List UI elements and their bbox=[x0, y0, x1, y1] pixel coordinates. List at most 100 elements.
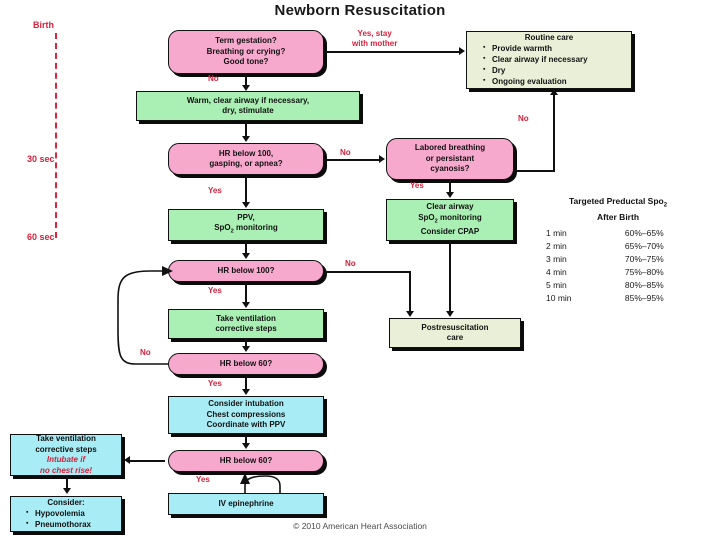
arrowhead-down bbox=[446, 311, 454, 317]
node-routine-care[interactable]: Routine care Provide warmth Clear airway… bbox=[466, 31, 632, 89]
node-consider-causes[interactable]: Consider: Hypovolemia Pneumothorax bbox=[10, 496, 122, 532]
assessment-line-3: Good tone? bbox=[223, 57, 269, 67]
node-labored-breathing[interactable]: Labored breathing or persistant cyanosis… bbox=[386, 138, 514, 180]
page-title: Newborn Resuscitation bbox=[274, 2, 446, 19]
table-row: 3 min 70%–75% bbox=[528, 253, 708, 266]
routine-care-bullets: Provide warmth Clear airway if necessary… bbox=[471, 42, 627, 87]
spo2-caption: Targeted Preductal Spo2 After Birth bbox=[528, 196, 708, 223]
edge-ventsteps-to-hr60a bbox=[245, 339, 247, 347]
spo2-table: 1 min 60%–65% 2 min 65%–70% 3 min 70%–75… bbox=[528, 227, 708, 305]
labored-line-3: cyanosis? bbox=[430, 164, 470, 174]
node-hr-below-100[interactable]: HR below 100? bbox=[168, 260, 324, 282]
node-ventilation-corrective-steps[interactable]: Take ventilation corrective steps bbox=[168, 309, 324, 339]
table-row: 5 min 80%–85% bbox=[528, 279, 708, 292]
warm-line-1: Warm, clear airway if necessary, bbox=[186, 95, 310, 105]
intubation-line-1: Consider intubation bbox=[208, 399, 284, 409]
intubation-line-3: Coordinate with PPV bbox=[206, 420, 286, 430]
leftvent-line-3: Intubate if bbox=[46, 455, 86, 464]
edge-label-yes-4: Yes bbox=[208, 379, 222, 388]
arrowhead-down bbox=[446, 192, 454, 198]
loop-epi-to-hr60b bbox=[244, 475, 281, 493]
ppv-line-2: SpO2 monitoring bbox=[214, 223, 278, 237]
clearairway-line-2: SpO2 monitoring bbox=[418, 212, 482, 225]
intubation-line-2: Chest compressions bbox=[206, 409, 286, 419]
edge-label-no-1: No bbox=[208, 74, 219, 83]
edge-hr100apnea-to-labored bbox=[324, 159, 380, 161]
node-hr-below-100-gasping-apnea[interactable]: HR below 100, gasping, or apnea? bbox=[168, 143, 324, 175]
postresus-line-2: care bbox=[446, 333, 464, 342]
edge-label-no-3: No bbox=[518, 114, 529, 123]
edge-label-no-4: No bbox=[345, 259, 356, 268]
node-postresuscitation-care[interactable]: Postresuscitation care bbox=[389, 318, 521, 348]
hr100apnea-line-2: gasping, or apnea? bbox=[209, 159, 283, 168]
edge-intubation-to-hr60b bbox=[245, 434, 247, 444]
edge-hr100-no-vertical bbox=[409, 271, 411, 312]
node-hr-below-60-a[interactable]: HR below 60? bbox=[168, 353, 324, 375]
node-consider-intubation[interactable]: Consider intubation Chest compressions C… bbox=[168, 396, 324, 434]
hr100-line-1: HR below 100? bbox=[217, 265, 275, 275]
list-item: Dry bbox=[483, 64, 627, 76]
edge-labored-no-horizontal bbox=[513, 170, 555, 172]
edge-assessment-to-warm bbox=[245, 74, 247, 86]
arrowhead-up bbox=[240, 473, 250, 484]
hr60b-line-1: HR below 60? bbox=[219, 455, 273, 465]
node-warm-clear-airway[interactable]: Warm, clear airway if necessary, dry, st… bbox=[136, 91, 360, 121]
node-hr-below-60-b[interactable]: HR below 60? bbox=[168, 450, 324, 472]
list-item: Clear airway if necessary bbox=[483, 53, 627, 65]
epi-line-1: IV epinephrine bbox=[218, 498, 274, 508]
arrowhead-down bbox=[242, 136, 250, 142]
arrowhead-left bbox=[124, 456, 130, 464]
edge-hr60b-to-leftvent bbox=[129, 460, 165, 462]
edge-warm-to-hr100apnea bbox=[245, 121, 247, 137]
edge-hr100-to-ventsteps bbox=[245, 282, 247, 303]
edge-hr100apnea-to-ppv bbox=[245, 175, 247, 203]
list-item: Provide warmth bbox=[483, 42, 627, 54]
spo2-time: 2 min bbox=[546, 241, 567, 252]
edge-clearairway-to-postresus bbox=[449, 241, 451, 312]
spo2-range: 70%–75% bbox=[624, 254, 664, 265]
node-assessment[interactable]: Term gestation? Breathing or crying? Goo… bbox=[168, 30, 324, 74]
copyright-footer: © 2010 American Heart Association bbox=[293, 521, 427, 531]
spo2-range: 80%–85% bbox=[624, 280, 664, 291]
edge-label-yes-stay-mother: Yes, stay with mother bbox=[352, 29, 397, 48]
edge-label-line-1: Yes, stay bbox=[357, 29, 392, 38]
spo2-caption-line-2: After Birth bbox=[596, 211, 640, 222]
list-item: Hypovolemia bbox=[26, 507, 118, 519]
arrowhead-down bbox=[406, 311, 414, 317]
node-ppv-spo2-monitoring[interactable]: PPV, SpO2 monitoring bbox=[168, 209, 324, 241]
list-item: Pneumothorax bbox=[26, 518, 118, 530]
arrowhead-down bbox=[242, 389, 250, 395]
labored-line-1: Labored breathing bbox=[414, 143, 486, 153]
node-iv-epinephrine[interactable]: IV epinephrine bbox=[168, 493, 324, 515]
hr100apnea-line-1: HR below 100, bbox=[218, 148, 274, 158]
table-row: 1 min 60%–65% bbox=[528, 227, 708, 240]
edge-label-line-2: with mother bbox=[352, 38, 398, 48]
spo2-time: 3 min bbox=[546, 254, 567, 265]
assessment-line-1: Term gestation? bbox=[215, 36, 277, 46]
arrowhead-down bbox=[242, 253, 250, 259]
spo2-caption-subscript: 2 bbox=[663, 202, 668, 209]
spo2-time: 1 min bbox=[546, 228, 567, 239]
spo2-time: 5 min bbox=[546, 280, 567, 291]
ventsteps-line-1: Take ventilation bbox=[216, 313, 276, 323]
timeline-label-30sec: 30 sec bbox=[27, 154, 55, 164]
edge-labored-to-clearairway bbox=[449, 180, 451, 193]
edge-hr60a-to-intubation bbox=[245, 375, 247, 389]
spo2-time: 10 min bbox=[546, 293, 572, 304]
ppv-line-2-text: SpO2 monitoring bbox=[214, 223, 278, 235]
node-left-ventilation-corrective-steps[interactable]: Take ventilation corrective steps Intuba… bbox=[10, 434, 122, 476]
edge-labored-no-vertical bbox=[553, 95, 555, 171]
node-clear-airway-cpap[interactable]: Clear airway SpO2 monitoring Consider CP… bbox=[386, 199, 514, 241]
edge-label-yes-5: Yes bbox=[196, 475, 210, 484]
labored-line-2: or persistant bbox=[425, 153, 475, 163]
consider-heading: Consider: bbox=[47, 497, 85, 507]
edge-label-no-2: No bbox=[340, 148, 351, 157]
spo2-caption-line-1: Targeted Preductal Spo bbox=[568, 196, 664, 206]
spo2-range: 60%–65% bbox=[624, 228, 664, 239]
table-row: 2 min 65%–70% bbox=[528, 240, 708, 253]
clearairway-line-3: Consider CPAP bbox=[420, 227, 480, 237]
clearairway-line-1: Clear airway bbox=[426, 202, 474, 212]
edge-label-yes-2: Yes bbox=[410, 181, 424, 190]
timeline-label-birth: Birth bbox=[33, 20, 54, 30]
